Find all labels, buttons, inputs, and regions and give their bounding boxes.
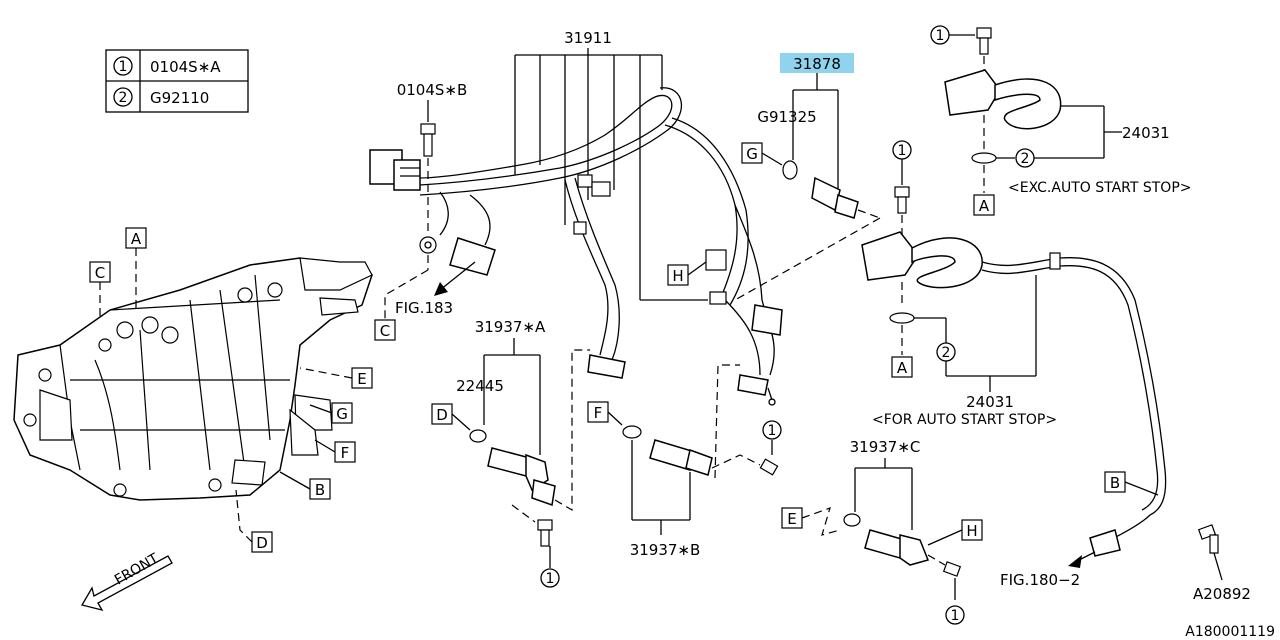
letter-c-box-fig: C: [380, 322, 390, 340]
fig183-ref: FIG.183 C: [374, 261, 476, 341]
letter-e-box-sensor: E: [787, 510, 796, 528]
letter-d-box-sensor: D: [436, 406, 448, 424]
part-31937b: F 1 31937∗B: [587, 364, 782, 559]
label-22445: 22445: [456, 377, 504, 395]
part-24031-exc: 1 A 2 24031 <EXC.AUTO START STOP>: [930, 25, 1192, 216]
label-31878: 31878: [793, 55, 841, 73]
diagram-reference-code: A180001119: [1185, 624, 1275, 640]
letter-b-box: B: [315, 481, 325, 499]
letter-g-box: G: [336, 405, 348, 423]
circled-1-sensor-a: 1: [546, 571, 555, 587]
label-fig180-2: FIG.180−2: [1000, 571, 1080, 589]
letter-a-box-for: A: [897, 359, 908, 377]
legend-code-1: 0104S∗A: [150, 58, 221, 76]
letter-a-box-exc: A: [979, 197, 990, 215]
circled-1-top: 1: [936, 28, 945, 44]
letter-d-box: D: [256, 534, 268, 552]
highlight-31878: [780, 53, 854, 73]
harness-31911: 31911: [369, 29, 783, 406]
part-31937c: 31937∗C E H 1: [781, 438, 983, 625]
legend-num-2: 2: [119, 90, 128, 106]
front-arrow: FRONT: [80, 550, 173, 612]
part-24031-for: 1 A 2 24031 <FOR AUTO START STOP>: [861, 140, 1167, 557]
legend-num-1: 1: [119, 59, 128, 75]
label-for-auto-start-stop: <FOR AUTO START STOP>: [872, 412, 1057, 428]
front-label: FRONT: [112, 550, 162, 588]
right-end-callouts: B A20892 FIG.180−2: [1000, 471, 1251, 603]
letter-g-box-switch: G: [746, 145, 758, 163]
circled-1-mid: 1: [898, 143, 907, 159]
legend-code-2: G92110: [150, 89, 209, 107]
letter-a-box: A: [131, 230, 142, 248]
label-31937b: 31937∗B: [630, 541, 701, 559]
label-a20892: A20892: [1193, 585, 1251, 603]
label-31911: 31911: [564, 29, 612, 47]
label-24031-top: 24031: [1122, 124, 1170, 142]
label-exc-auto-start-stop: <EXC.AUTO START STOP>: [1008, 180, 1192, 196]
transmission-callouts: A C E G F B D: [89, 227, 373, 553]
letter-c-box: C: [95, 264, 105, 282]
circled-1-sensor-c: 1: [951, 608, 960, 624]
label-0104sb: 0104S∗B: [397, 81, 468, 99]
letter-b-box-right: B: [1110, 474, 1120, 492]
circled-1-sensor-b: 1: [768, 423, 777, 439]
label-31937a: 31937∗A: [475, 318, 546, 336]
letter-e-box: E: [357, 370, 366, 388]
label-fig183: FIG.183: [395, 299, 453, 317]
letter-h-box-harness: H: [672, 267, 683, 285]
bolt-0104sb: 0104S∗B: [384, 81, 468, 320]
letter-h-box-sensor: H: [966, 522, 977, 540]
circled-2-top: 2: [1021, 151, 1030, 167]
letter-f-box-sensor: F: [594, 404, 603, 422]
part-31878: 31878 G91325 G: [734, 53, 881, 301]
part-31937a: 31937∗A 22445 D 1: [431, 318, 590, 588]
transmission-drawing: [13, 257, 373, 501]
label-24031-bottom: 24031: [966, 393, 1014, 411]
label-g91325: G91325: [757, 108, 816, 126]
label-31937c: 31937∗C: [850, 438, 921, 456]
letter-f-box: F: [341, 444, 350, 462]
circled-2-mid: 2: [942, 345, 951, 361]
legend-table: 1 0104S∗A 2 G92110: [105, 49, 249, 113]
